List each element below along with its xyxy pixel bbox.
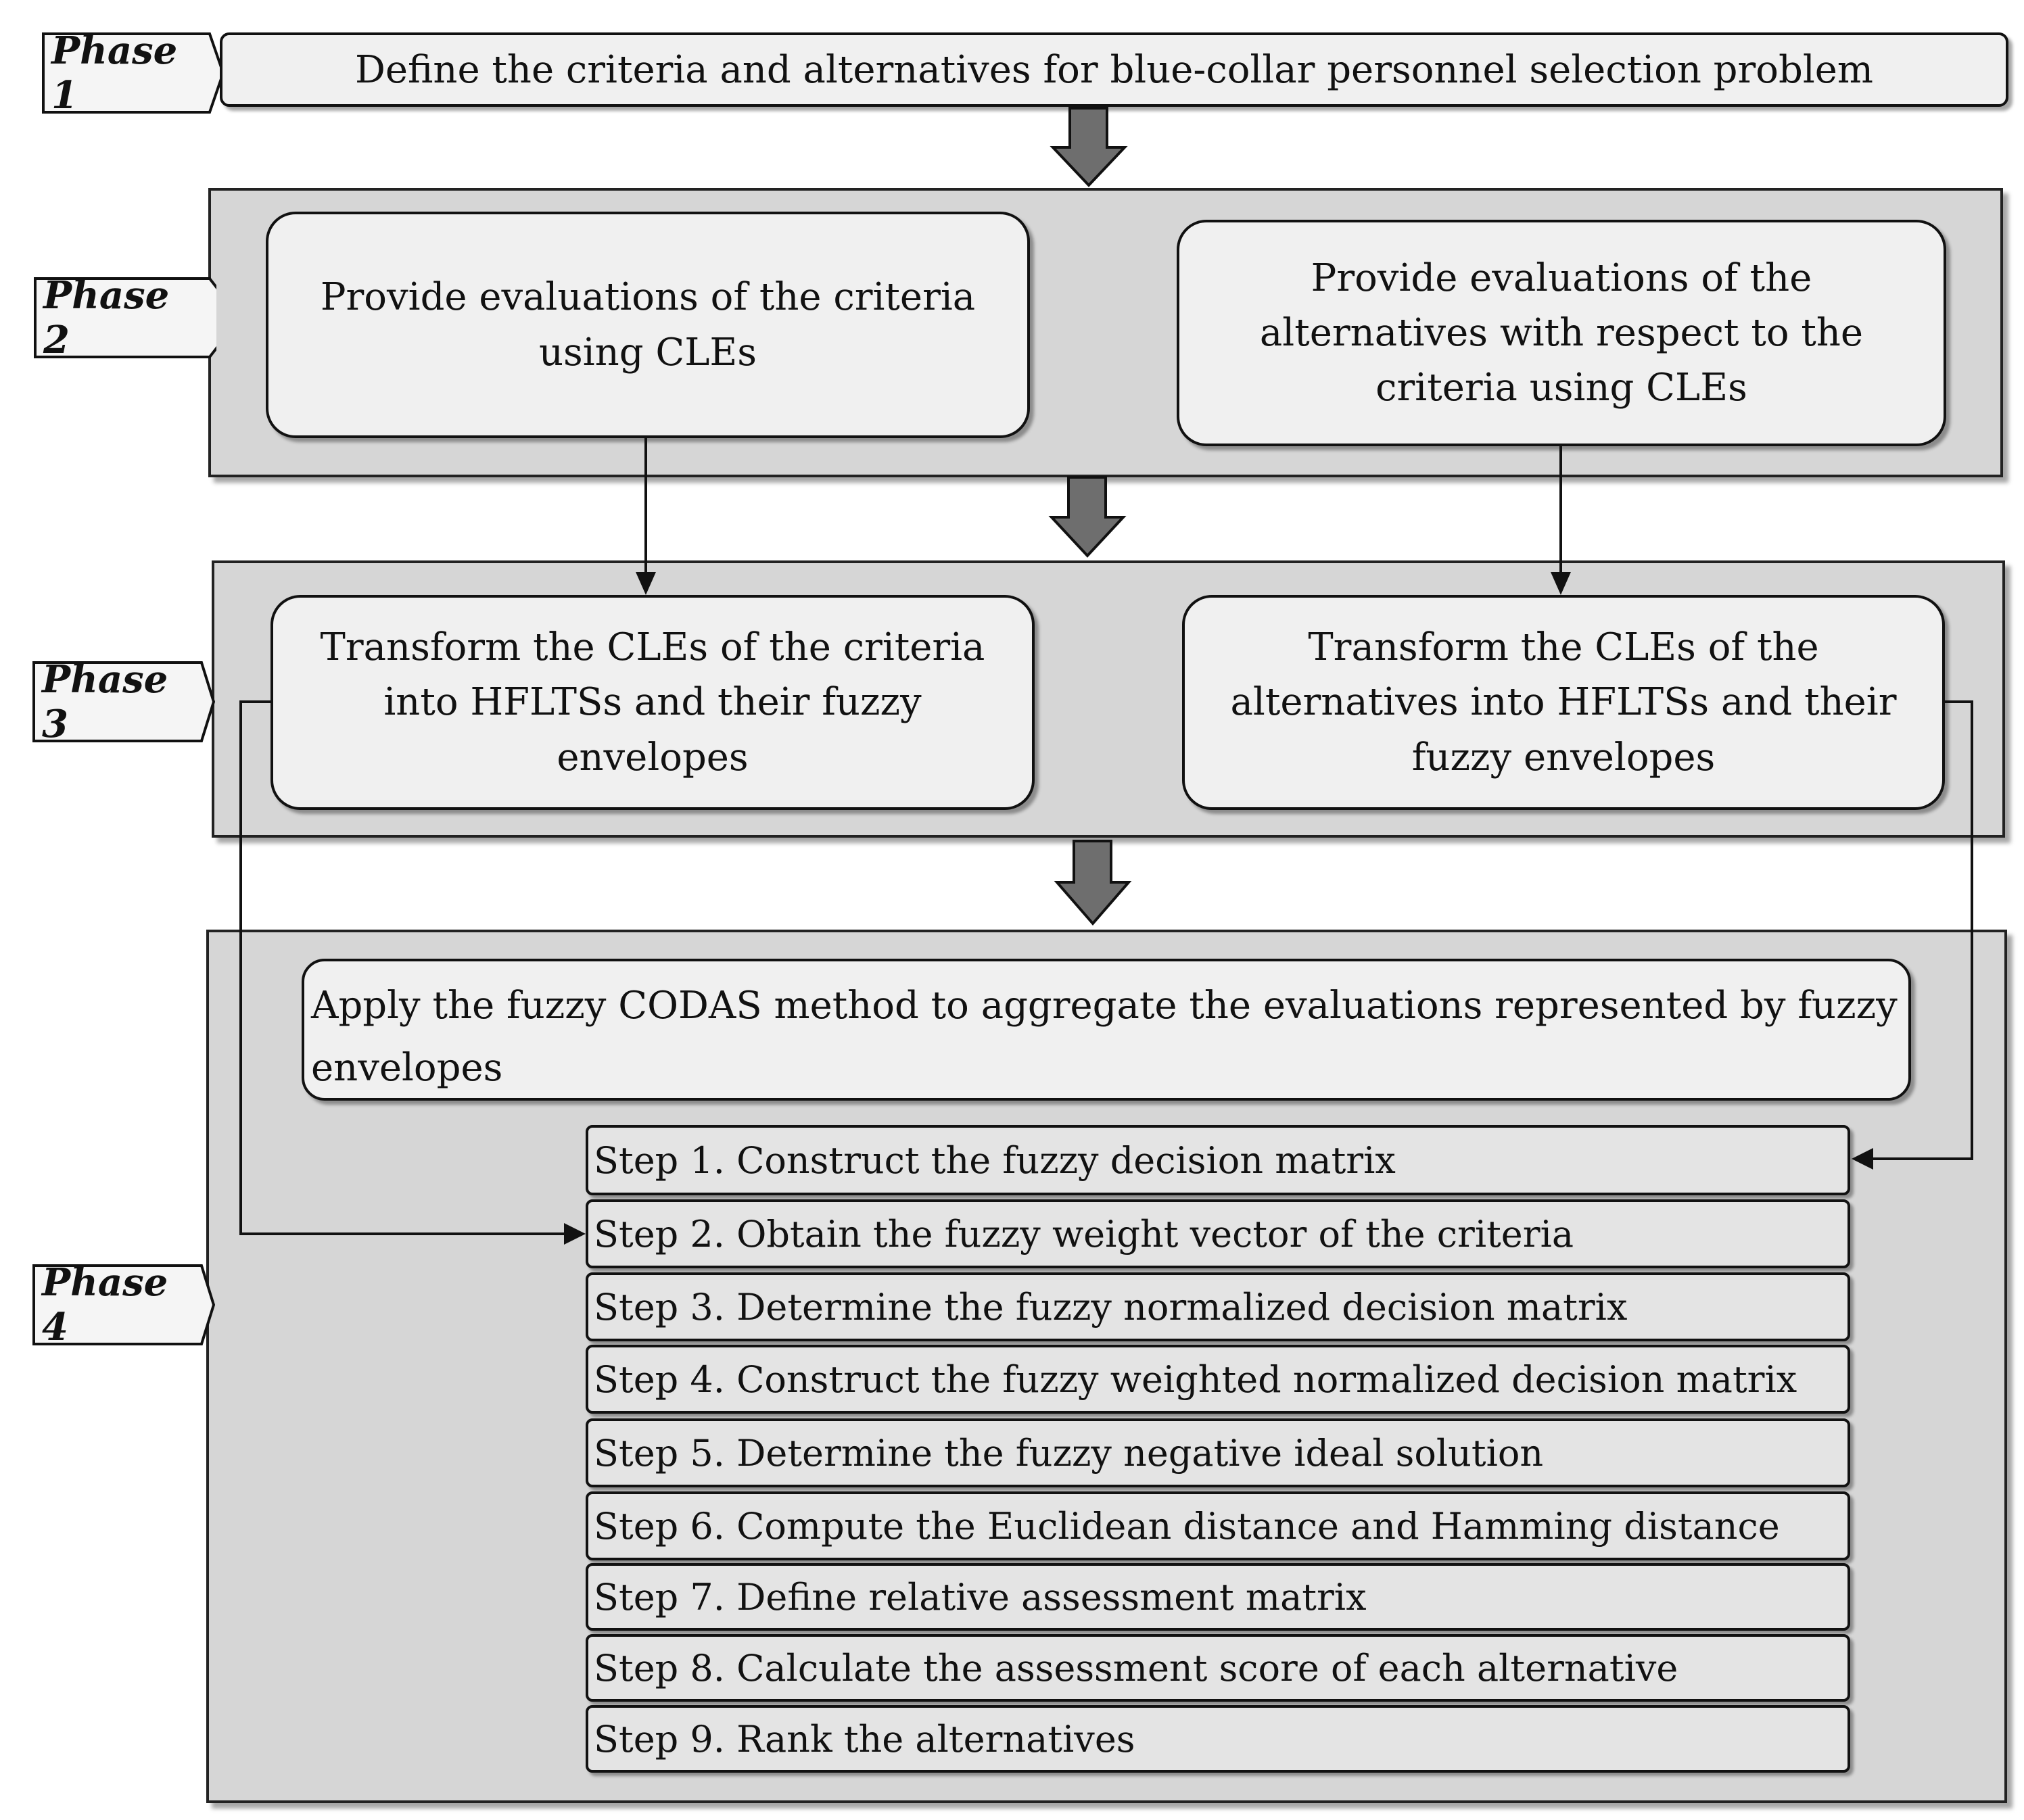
phase-1-tag: Phase 1	[42, 28, 225, 118]
criteria-to-step-2-arrowhead	[564, 1223, 586, 1245]
phase-3-tag: Phase 3	[32, 657, 215, 746]
step-7: Step 7. Define relative assessment matri…	[586, 1563, 1850, 1631]
step-4: Step 4. Construct the fuzzy weighted nor…	[586, 1345, 1850, 1414]
alternatives-to-step-1-arrowhead	[1852, 1148, 1873, 1170]
criteria-transform-text: Transform the CLEs of the criteria into …	[320, 625, 985, 780]
phase-2-tag: Phase 2	[34, 273, 216, 362]
alternatives-evaluation-text: Provide evaluations of the alternatives …	[1259, 256, 1864, 410]
criteria-eval-to-transform-arrowhead	[636, 572, 656, 595]
step-1-text: Step 1. Construct the fuzzy decision mat…	[594, 1139, 1396, 1182]
fuzzy-codas-text: Apply the fuzzy CODAS method to aggregat…	[311, 984, 1898, 1091]
phase-4-label: Phase 4	[42, 1260, 168, 1349]
phase-1-text: Define the criteria and alternatives for…	[354, 47, 1874, 92]
fuzzy-codas-box: Apply the fuzzy CODAS method to aggregat…	[302, 959, 1911, 1101]
criteria-evaluation-box: Provide evaluations of the criteria usin…	[266, 212, 1030, 438]
step-1: Step 1. Construct the fuzzy decision mat…	[586, 1125, 1850, 1195]
step-6-text: Step 6. Compute the Euclidean distance a…	[594, 1504, 1780, 1548]
step-5-text: Step 5. Determine the fuzzy negative ide…	[594, 1431, 1544, 1475]
alternatives-to-step-1-line	[1870, 700, 1973, 1160]
step-2-text: Step 2. Obtain the fuzzy weight vector o…	[594, 1212, 1574, 1255]
step-2: Step 2. Obtain the fuzzy weight vector o…	[586, 1199, 1850, 1268]
criteria-to-step-2-line	[239, 700, 567, 1235]
step-3-text: Step 3. Determine the fuzzy normalized d…	[594, 1285, 1628, 1328]
phase-1-box: Define the criteria and alternatives for…	[220, 32, 2008, 107]
criteria-evaluation-text: Provide evaluations of the criteria usin…	[320, 275, 976, 375]
alternatives-evaluation-box: Provide evaluations of the alternatives …	[1177, 220, 1946, 446]
step-9: Step 9. Rank the alternatives	[586, 1705, 1850, 1773]
alternatives-transform-text: Transform the CLEs of the alternatives i…	[1230, 625, 1897, 780]
step-8: Step 8. Calculate the assessment score o…	[586, 1634, 1850, 1702]
step-7-text: Step 7. Define relative assessment matri…	[594, 1575, 1367, 1619]
block-arrow-2-3	[1048, 476, 1127, 558]
phase-4-tag: Phase 4	[32, 1260, 215, 1349]
phase-3-label: Phase 3	[42, 657, 168, 746]
step-4-text: Step 4. Construct the fuzzy weighted nor…	[594, 1358, 1797, 1401]
block-arrow-1-2	[1050, 107, 1128, 187]
step-8-text: Step 8. Calculate the assessment score o…	[594, 1646, 1678, 1690]
step-3: Step 3. Determine the fuzzy normalized d…	[586, 1272, 1850, 1341]
alternatives-transform-box: Transform the CLEs of the alternatives i…	[1182, 595, 1945, 810]
phase-2-label: Phase 2	[43, 273, 170, 362]
criteria-transform-box: Transform the CLEs of the criteria into …	[270, 595, 1035, 810]
phase-1-label: Phase 1	[51, 28, 178, 118]
block-arrow-3-4	[1054, 840, 1132, 926]
step-5: Step 5. Determine the fuzzy negative ide…	[586, 1418, 1850, 1487]
step-9-text: Step 9. Rank the alternatives	[594, 1717, 1135, 1761]
alternatives-eval-to-transform-arrowhead	[1551, 572, 1571, 595]
step-6: Step 6. Compute the Euclidean distance a…	[586, 1491, 1850, 1560]
